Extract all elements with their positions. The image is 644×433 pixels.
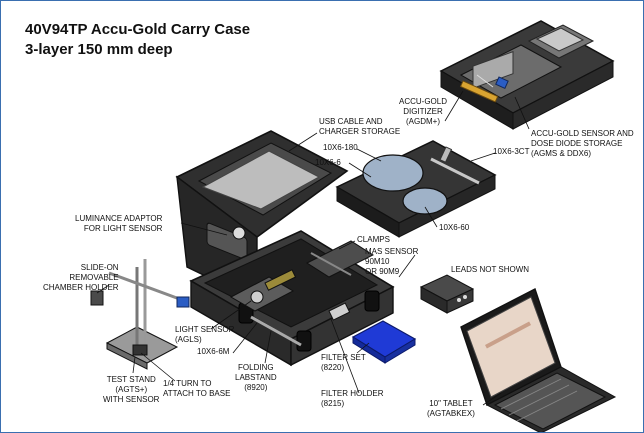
label-10x6-180: 10X6-180: [323, 143, 358, 152]
middle-tray: [335, 140, 497, 238]
label-10x6-6: 10X6-6: [315, 158, 341, 167]
light-sensor-icon: [250, 290, 264, 304]
label-10x6-60: 10X6-60: [439, 223, 470, 232]
test-stand-sensor-icon: [176, 296, 190, 308]
label-light-sensor: LIGHT SENSOR(AGLS): [175, 325, 235, 344]
label-clamps: CLAMPS: [357, 235, 390, 244]
diagram-title-line1: 40V94TP Accu-Gold Carry Case: [25, 21, 251, 38]
chamber-holder-icon: [90, 290, 104, 306]
label-10x6-6m: 10X6-6M: [197, 347, 230, 356]
lid-storage-panel: [201, 150, 321, 210]
tablet-screen: [466, 296, 556, 398]
leader-lines: [96, 90, 530, 406]
chamber-180-disc: [362, 154, 424, 192]
luminance-adaptor-icon: [232, 226, 246, 240]
test-stand: [90, 259, 190, 370]
carry-case: [175, 130, 395, 367]
label-10x6-3ct: 10X6-3CT: [493, 147, 530, 156]
mas-sensor: [419, 274, 475, 314]
label-filter-holder: FILTER HOLDER(8215): [321, 389, 384, 408]
filter-set: [351, 320, 417, 364]
diagram-title-line2: 3-layer 150 mm deep: [25, 41, 173, 58]
label-filter-set: FILTER SET(8220): [321, 353, 366, 372]
top-tray: [439, 20, 615, 130]
digitizer-icon: [459, 80, 499, 103]
chamber-60-disc: [402, 187, 448, 215]
label-test-stand: TEST STAND(AGTS+)WITH SENSOR: [103, 375, 160, 404]
tablet: [460, 288, 617, 432]
label-tablet: 10" TABLET(AGTABKEX): [427, 399, 475, 418]
label-leads-not-shown: LEADS NOT SHOWN: [451, 265, 530, 274]
